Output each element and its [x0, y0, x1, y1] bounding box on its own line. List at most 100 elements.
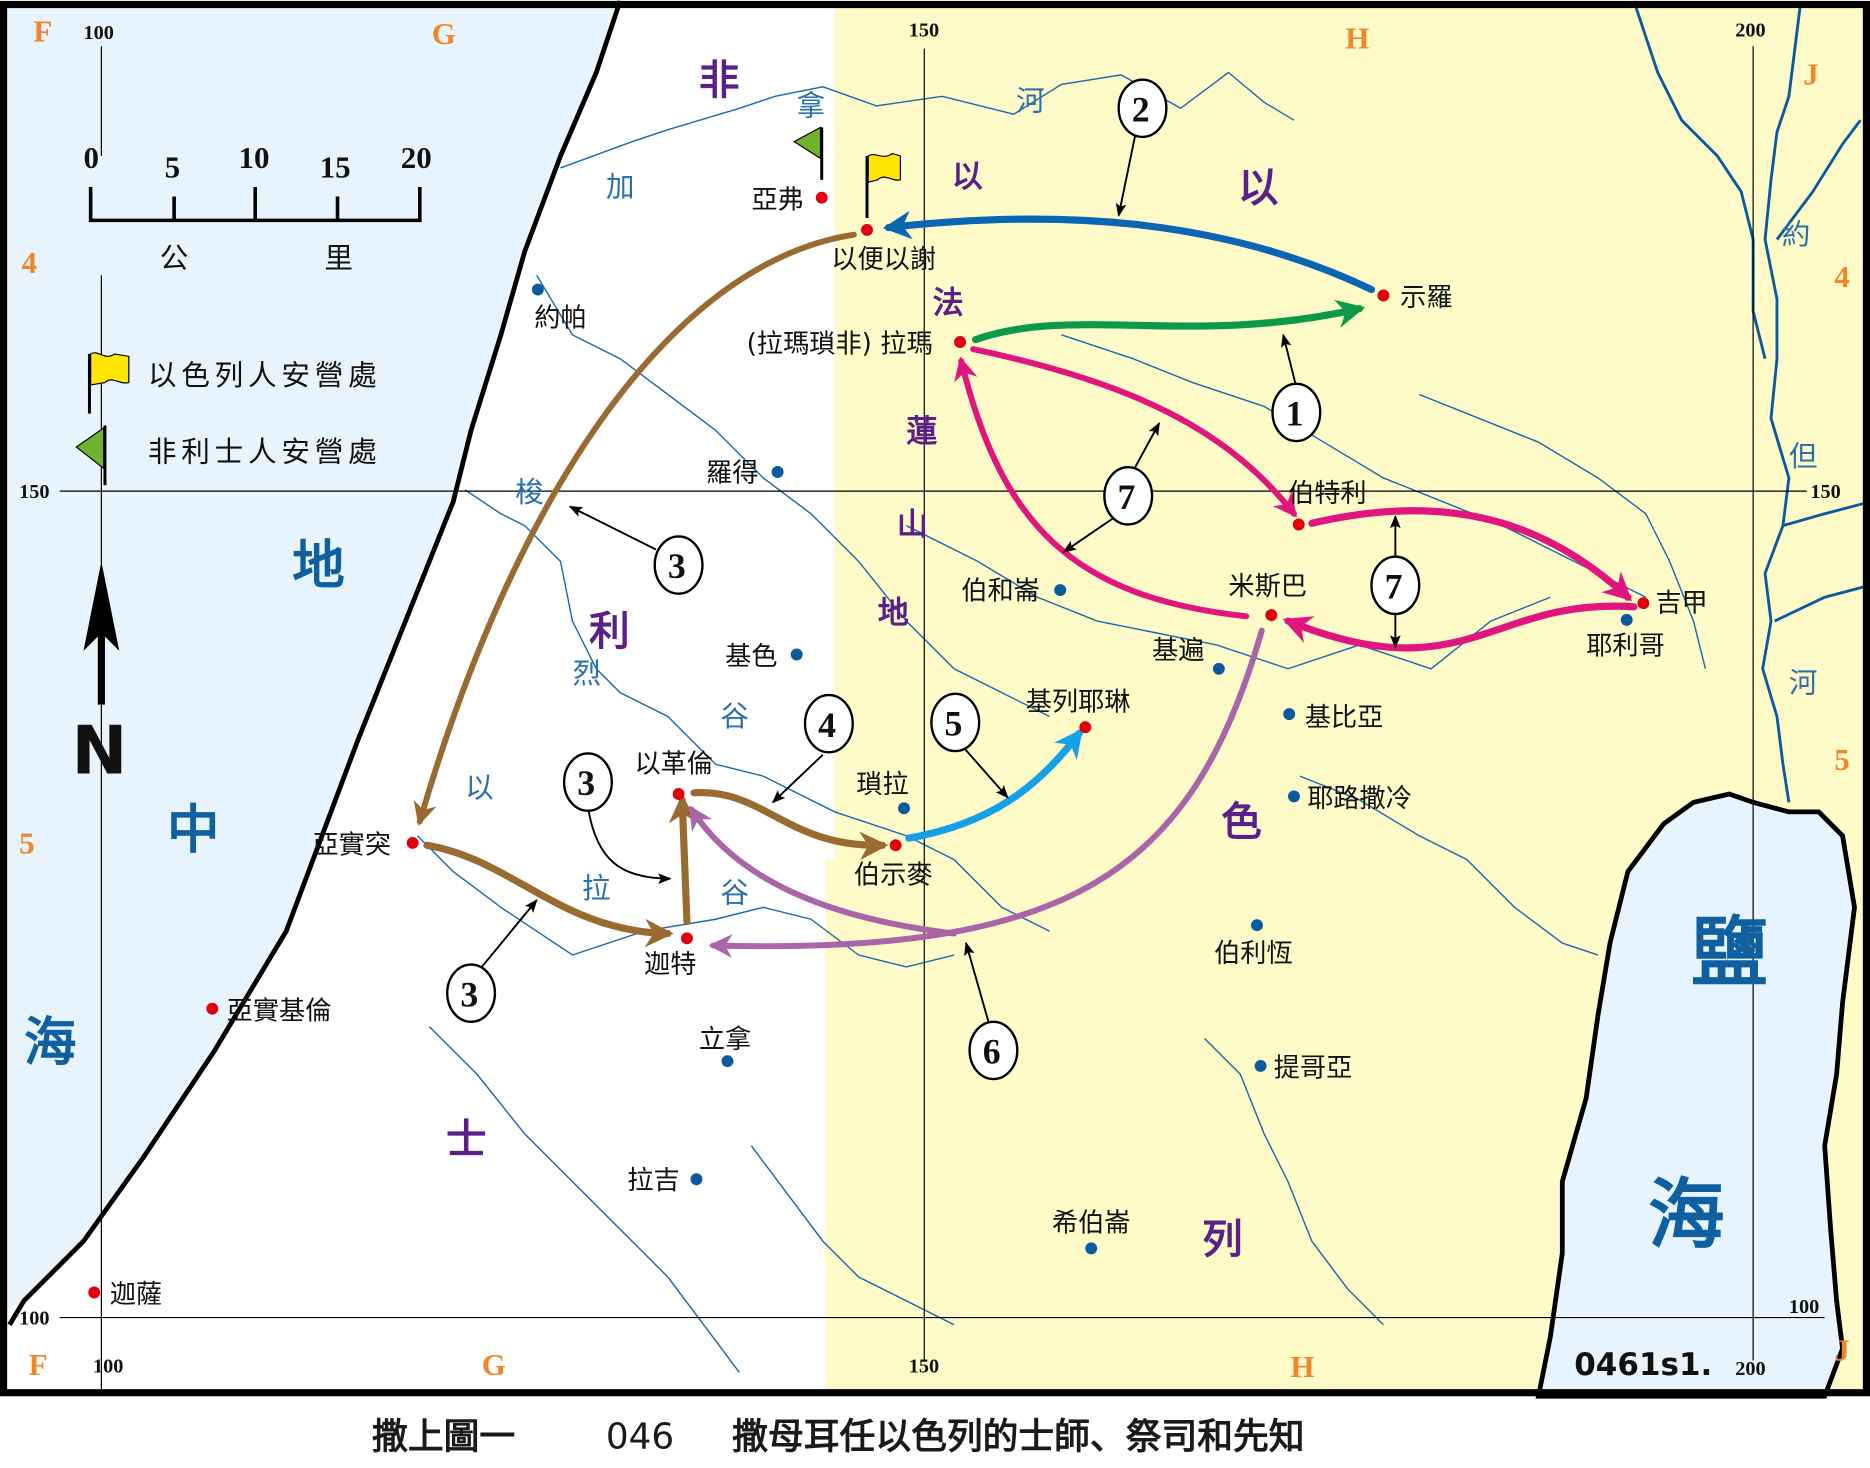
yellow-flag-icon [87, 352, 130, 414]
route-marker: 5 [930, 692, 981, 753]
svg-text:拿: 拿 [797, 88, 826, 122]
svg-text:山: 山 [897, 507, 928, 543]
svg-text:士: 士 [446, 1115, 487, 1163]
caption-title: 撒母耳任以色列的士師、祭司和先知 [732, 1417, 1304, 1458]
svg-text:H: H [1290, 1349, 1314, 1384]
place-lod: 羅得 [706, 459, 758, 489]
svg-text:非: 非 [699, 56, 740, 104]
city-dots-minor [531, 283, 1633, 1255]
route-markers: 2 1 3 3 3 4 5 6 7 7 [446, 78, 1421, 1081]
route-marker: 3 [653, 535, 704, 595]
sea-label: 中 [167, 800, 219, 861]
svg-text:0: 0 [83, 140, 99, 175]
svg-text:6: 6 [983, 1032, 1001, 1072]
place-ebenezer: 以便以謝 [831, 245, 936, 275]
svg-text:G: G [432, 16, 456, 51]
svg-text:3: 3 [460, 974, 478, 1014]
route-marker: 7 [1370, 555, 1421, 616]
route-5 [905, 728, 1083, 842]
place-jerusalem: 耶路撒冷 [1307, 784, 1412, 814]
svg-text:公: 公 [160, 243, 193, 275]
sea-label: 海 [1648, 1170, 1724, 1259]
svg-text:200: 200 [1735, 1358, 1765, 1380]
svg-text:J: J [1834, 1333, 1850, 1368]
svg-text:蓮: 蓮 [906, 414, 937, 450]
place-gezer: 基色 [725, 642, 777, 672]
place-labels: 亞弗 以便以謝 示羅 (拉瑪瑣非) 拉瑪 伯特利 吉甲 耶利哥 米斯巴 伯和崙 … [110, 185, 1708, 1310]
svg-text:4: 4 [818, 705, 836, 745]
svg-text:河: 河 [1789, 666, 1818, 700]
svg-text:谷: 谷 [720, 876, 749, 910]
place-gibeah: 基比亞 [1305, 703, 1384, 733]
svg-text:150: 150 [909, 1355, 939, 1377]
sea-label: 鹽 [1691, 908, 1767, 997]
sea-label: 海 [24, 1012, 76, 1073]
svg-text:4: 4 [21, 245, 36, 280]
place-bethel: 伯特利 [1288, 479, 1367, 509]
route-2 [882, 210, 1376, 294]
svg-text:J: J [1803, 56, 1819, 91]
svg-text:F: F [33, 13, 52, 48]
caption-number: 046 [606, 1417, 674, 1458]
sea-label: 地 [292, 535, 344, 596]
svg-text:7: 7 [1117, 477, 1135, 517]
grid-lines [59, 46, 1825, 1391]
svg-text:10: 10 [239, 140, 270, 175]
svg-text:7: 7 [1385, 566, 1403, 606]
svg-text:河: 河 [1016, 84, 1045, 118]
place-gibeon: 基遍 [1152, 636, 1204, 666]
route-6a [708, 627, 1265, 958]
route-4 [690, 789, 889, 861]
svg-text:150: 150 [909, 20, 939, 42]
svg-text:150: 150 [1810, 481, 1840, 503]
route-marker: 1 [1271, 382, 1322, 443]
marker-leaders [481, 134, 1401, 1027]
svg-text:利: 利 [589, 607, 630, 655]
svg-text:2: 2 [1132, 89, 1150, 129]
region-labels: 非 利 士 以 色 列 以 法 蓮 山 地 [446, 56, 1279, 1263]
place-beth-shemesh: 伯示麥 [854, 860, 933, 890]
svg-text:1: 1 [1286, 394, 1304, 434]
route-7b [1308, 507, 1633, 602]
place-lachish: 拉吉 [627, 1166, 679, 1196]
green-flag-icon [75, 425, 107, 486]
philistine-camp-flag-icon [793, 126, 824, 180]
svg-text:加: 加 [606, 170, 635, 204]
svg-text:但: 但 [1789, 439, 1818, 473]
svg-text:約: 約 [1782, 217, 1811, 251]
place-gilgal: 吉甲 [1655, 589, 1707, 619]
place-ashkelon: 亞實基倫 [227, 996, 332, 1026]
dead-sea [1535, 791, 1857, 1399]
svg-text:5: 5 [945, 704, 963, 744]
place-ekron: 以革倫 [634, 750, 713, 780]
israel-camp-flag-icon [865, 152, 902, 218]
routes [413, 210, 1638, 958]
svg-text:G: G [482, 1347, 506, 1382]
svg-text:5: 5 [1834, 742, 1850, 777]
svg-text:谷: 谷 [720, 699, 749, 733]
svg-text:里: 里 [324, 243, 357, 275]
coastline [7, 0, 623, 1326]
place-beth-horon: 伯和崙 [961, 577, 1040, 607]
route-3b [423, 841, 674, 948]
place-ramah: (拉瑪瑣非) 拉瑪 [747, 330, 933, 360]
route-3c [668, 794, 698, 926]
svg-text:20: 20 [401, 140, 432, 175]
route-marker: 2 [1117, 78, 1168, 139]
map-frame [0, 0, 1870, 1397]
route-marker: 6 [968, 1020, 1019, 1081]
place-gath: 迦特 [644, 950, 696, 980]
route-7c [1282, 602, 1638, 652]
city-dots-major [88, 191, 1650, 1299]
place-jericho: 耶利哥 [1586, 631, 1665, 661]
svg-text:非利士人安營處: 非利士人安營處 [148, 436, 382, 468]
svg-text:以: 以 [1238, 163, 1279, 211]
place-gaza: 迦薩 [110, 1280, 162, 1310]
svg-text:烈: 烈 [572, 656, 601, 690]
svg-text:3: 3 [668, 546, 686, 586]
place-ashdod: 亞實突 [312, 831, 391, 861]
grid-labels: F G H J 4 4 5 5 F G H J 100 150 200 100 … [19, 13, 1850, 1384]
svg-text:H: H [1345, 21, 1369, 56]
